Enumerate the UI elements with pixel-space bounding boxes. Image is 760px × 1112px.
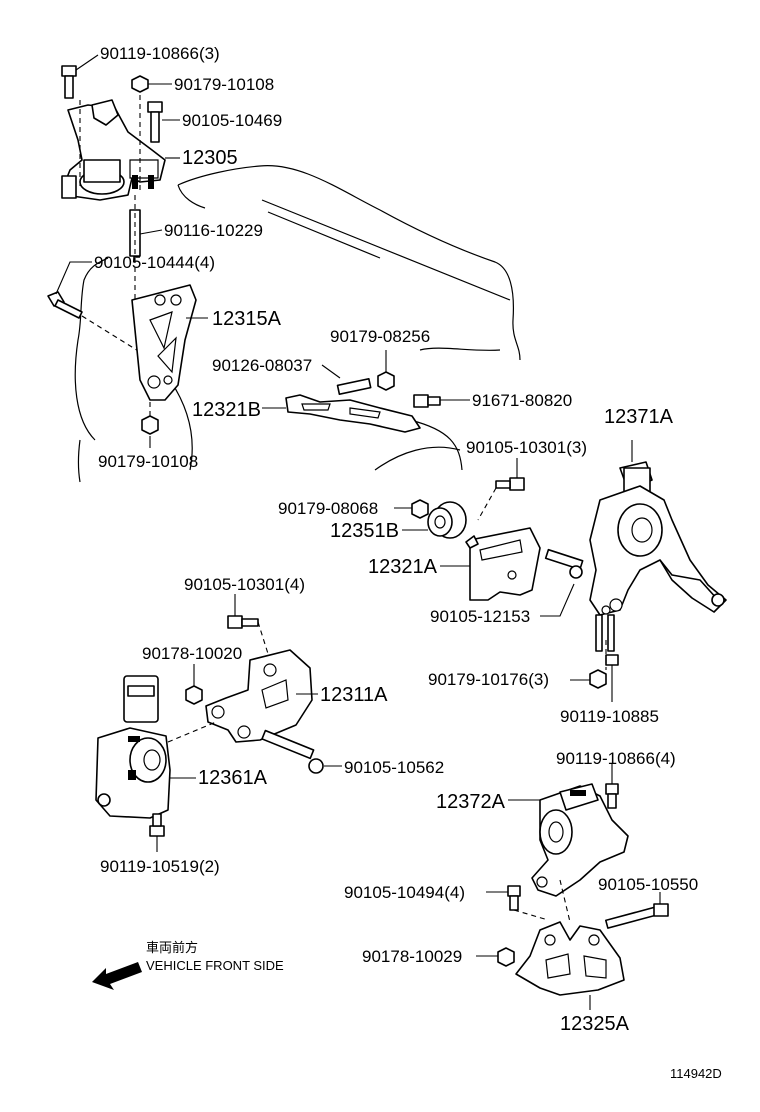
label-90179-08256: 90179-08256 [330,327,430,346]
label-90179-10108-bottom: 90179-10108 [98,452,198,471]
vehicle-front-arrow-icon [92,962,142,990]
label-90126-08037: 90126-08037 [212,356,312,375]
mount-12305 [61,99,166,201]
bolt-90119-10866-4 [605,764,619,809]
nut-90179-10176 [570,669,607,689]
bolt-90119-10519 [149,813,165,852]
bolt-90105-10562 [261,729,342,774]
label-90105-10469: 90105-10469 [182,111,282,130]
bolt-90119-10866-top [61,54,99,99]
bracket-12321B [262,394,421,433]
label-12305: 12305 [182,147,238,169]
label-12372A: 12372A [436,791,506,813]
bolt-90119-10885 [605,654,619,702]
label-90179-08068: 90179-08068 [278,499,378,518]
diagram-id: 114942D [670,1066,722,1081]
label-12361A: 12361A [198,767,268,789]
bolt-90105-10444 [47,261,92,319]
bolt-90105-10301-4 [227,594,259,629]
label-90119-10866-3: 90119-10866(3) [100,44,220,63]
label-90105-10301-4: 90105-10301(4) [184,575,305,594]
bracket-12315A [131,284,208,401]
label-91671-80820: 91671-80820 [472,391,572,410]
nut-90179-10108-top [131,75,172,93]
label-90119-10866-4: 90119-10866(4) [556,749,676,768]
bolt-91671-80820 [413,394,470,408]
label-90105-10550: 90105-10550 [598,875,698,894]
label-12315A: 12315A [212,308,282,330]
nut-90178-10029 [476,947,515,967]
label-12321A: 12321A [368,556,438,578]
label-90105-10562: 90105-10562 [344,758,444,777]
bolt-90105-10550 [604,892,669,929]
nut-90178-10020 [185,664,203,705]
nut-90179-08256 [377,350,395,391]
mount-12361A [95,675,196,819]
label-12325A: 12325A [560,1013,630,1035]
bracket-12325A [515,921,625,1010]
label-90178-10020: 90178-10020 [142,644,242,663]
bolt-90105-10301-3 [495,458,525,491]
label-90105-12153: 90105-12153 [430,607,530,626]
label-12311A: 12311A [320,684,388,706]
label-12351B: 12351B [330,520,399,542]
nut-90179-10108-bottom [141,415,159,448]
label-12371A: 12371A [604,406,674,428]
label-90105-10494-4: 90105-10494(4) [344,883,465,902]
bolt-90105-12153 [540,548,584,617]
engine-outline [74,165,521,483]
bolt-90105-10469 [147,101,180,143]
studs-12371A [595,614,615,652]
nut-90179-08068 [394,499,429,519]
bolt-90105-10494 [486,885,521,911]
mount-12371A [589,440,727,616]
front-label-jp: 車両前方 [146,940,198,955]
bushing-12351B [402,501,467,539]
bolt-90126-08037 [321,364,372,396]
bracket-12321A [440,527,541,601]
mount-12372A [508,783,629,897]
label-90119-10885: 90119-10885 [560,707,659,726]
label-90179-10108-top: 90179-10108 [174,75,274,94]
label-90178-10029: 90178-10029 [362,947,462,966]
front-label-en: VEHICLE FRONT SIDE [146,958,284,973]
label-90105-10444-4: 90105-10444(4) [94,253,215,272]
label-90179-10176-3: 90179-10176(3) [428,670,549,689]
label-90119-10519-2: 90119-10519(2) [100,857,220,876]
label-90105-10301-3: 90105-10301(3) [466,438,587,457]
label-12321B: 12321B [192,399,261,421]
label-90116-10229: 90116-10229 [164,221,263,240]
bracket-12311A [205,649,318,743]
